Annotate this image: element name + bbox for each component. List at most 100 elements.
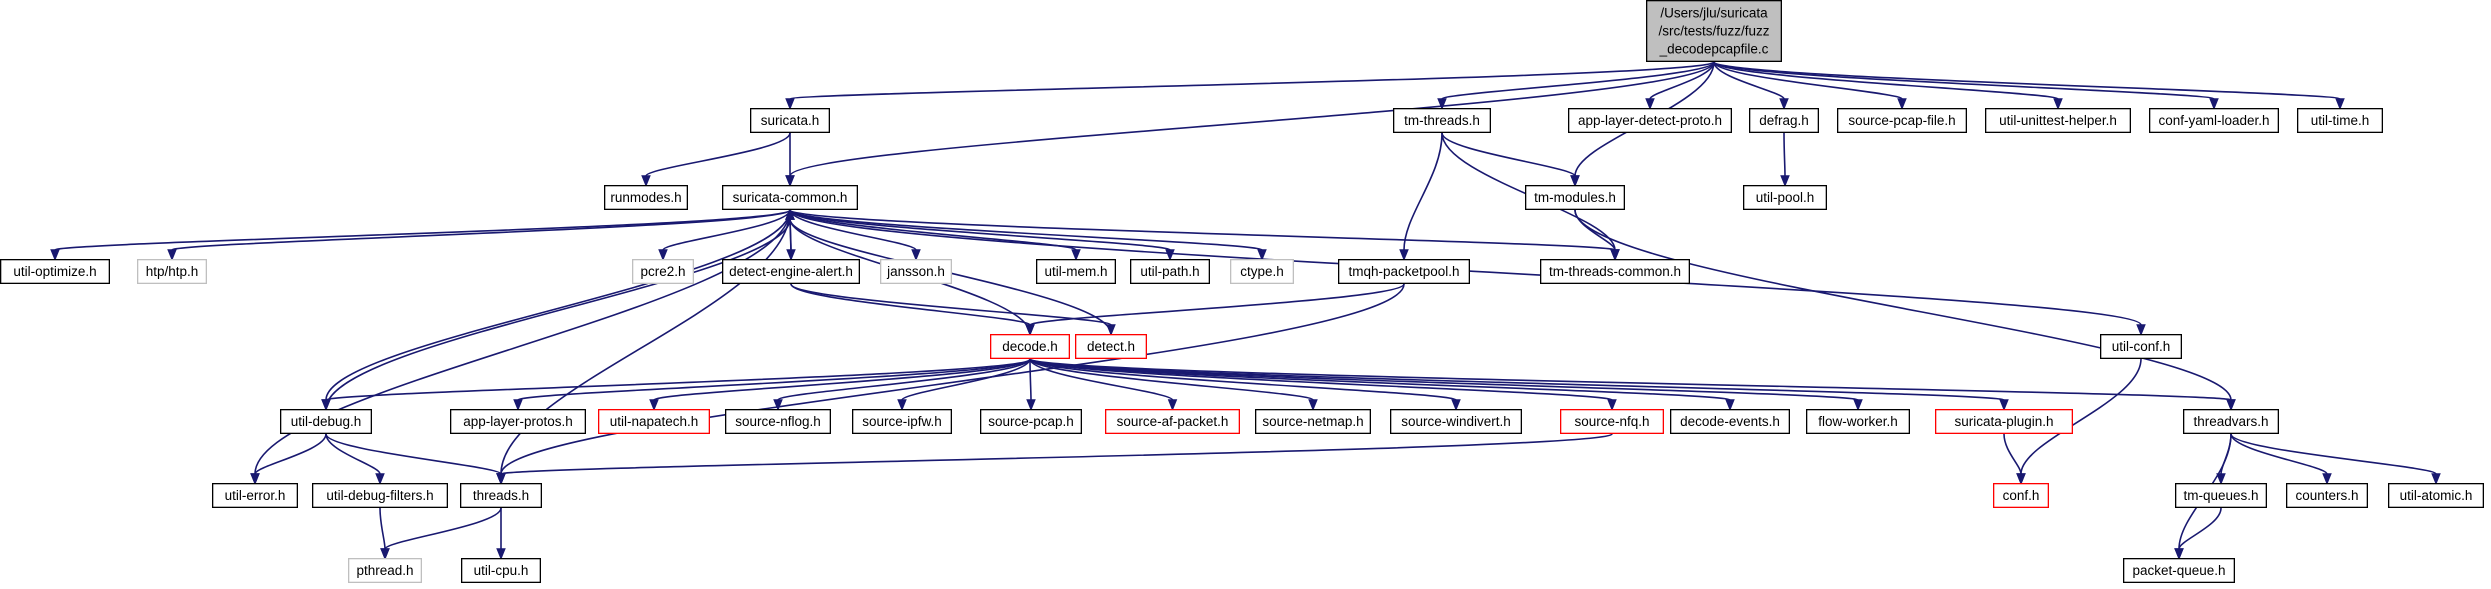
node-decode-h[interactable]: decode.h xyxy=(990,333,1071,359)
node-tmqh-packetpool-h[interactable]: tmqh-packetpool.h xyxy=(1338,258,1471,284)
node-label: source-nfq.h xyxy=(1574,414,1649,429)
node-box xyxy=(1749,108,1820,134)
edge-arrowhead xyxy=(2209,98,2219,111)
node-util-error-h[interactable]: util-error.h xyxy=(211,482,298,508)
node-label: source-af-packet.h xyxy=(1117,414,1229,429)
node-source-pcap-h[interactable]: source-pcap.h xyxy=(980,408,1083,434)
node-pcre2-h[interactable]: pcre2.h xyxy=(632,258,695,284)
edge-suricata_common_h-to-ctype_h xyxy=(789,209,1267,262)
edge-line xyxy=(379,507,386,550)
node-jansson-h[interactable]: jansson.h xyxy=(880,258,953,284)
edge-arrowhead xyxy=(1853,399,1863,412)
node-threads-h[interactable]: threads.h xyxy=(459,482,542,508)
node-suricata-plugin-h[interactable]: suricata-plugin.h xyxy=(1935,408,2074,434)
edge-suricata_common_h-to-jansson_h xyxy=(789,209,921,262)
node-tm-threads-h[interactable]: tm-threads.h xyxy=(1393,108,1492,134)
node-source-windivert-h[interactable]: source-windivert.h xyxy=(1390,408,1523,434)
node-label: packet-queue.h xyxy=(2132,563,2225,578)
edge-arrowhead xyxy=(1308,399,1318,412)
edge-tm_threads_h-to-tm_modules_h xyxy=(1441,132,1580,188)
node-app-layer-detect-proto-h[interactable]: app-layer-detect-proto.h xyxy=(1568,108,1733,134)
node-box xyxy=(459,482,542,508)
edge-decode_h-to-source_pcap_h xyxy=(1026,358,1036,412)
node-counters-h[interactable]: counters.h xyxy=(2285,482,2368,508)
node-tm-modules-h[interactable]: tm-modules.h xyxy=(1525,184,1626,210)
node-box xyxy=(880,258,953,284)
node-util-mem-h[interactable]: util-mem.h xyxy=(1036,258,1117,284)
node-label: source-pcap.h xyxy=(988,414,1074,429)
edge-arrowhead xyxy=(2216,473,2226,486)
node-util-conf-h[interactable]: util-conf.h xyxy=(2099,333,2182,359)
node-box xyxy=(2174,482,2267,508)
node-suricata-common-h[interactable]: suricata-common.h xyxy=(722,184,859,210)
node-source-nflog-h[interactable]: source-nflog.h xyxy=(725,408,832,434)
edge-arrowhead xyxy=(1399,249,1409,262)
node-box xyxy=(1230,258,1295,284)
edge-arrowhead xyxy=(50,249,60,262)
edge-arrowhead xyxy=(496,548,506,561)
node-ctype-h[interactable]: ctype.h xyxy=(1230,258,1295,284)
edge-line xyxy=(254,433,327,475)
edge-root-to-tm_threads_h xyxy=(1437,61,1715,111)
node-source-af-packet-h[interactable]: source-af-packet.h xyxy=(1105,408,1241,434)
node-source-pcap-file-h[interactable]: source-pcap-file.h xyxy=(1837,108,1968,134)
node-box xyxy=(347,558,422,584)
node-detect-h[interactable]: detect.h xyxy=(1075,333,1148,359)
node-suricata-h[interactable]: suricata.h xyxy=(750,108,831,134)
node-conf-h[interactable]: conf.h xyxy=(1993,482,2050,508)
node-flow-worker-h[interactable]: flow-worker.h xyxy=(1806,408,1911,434)
node-label: decode-events.h xyxy=(1680,414,1780,429)
edge-root-to-util_time_h xyxy=(1713,61,2345,111)
node-box xyxy=(1806,408,1911,434)
node-source-nfq-h[interactable]: source-nfq.h xyxy=(1560,408,1665,434)
node-util-unittest-helper-h[interactable]: util-unittest-helper.h xyxy=(1985,108,2132,134)
node-packet-queue-h[interactable]: packet-queue.h xyxy=(2122,558,2235,584)
edge-line xyxy=(2178,507,2222,550)
node-util-debug-h[interactable]: util-debug.h xyxy=(279,408,372,434)
edge-line xyxy=(1029,358,2232,401)
edge-line xyxy=(1713,61,2215,100)
node-box xyxy=(1560,408,1665,434)
edge-arrowhead xyxy=(1570,175,1580,188)
edge-tmqh_packetpool_h-to-decode_h xyxy=(1025,283,1405,337)
node-detect-engine-alert-h[interactable]: detect-engine-alert.h xyxy=(722,258,861,284)
node-util-napatech-h[interactable]: util-napatech.h xyxy=(598,408,711,434)
edge-line xyxy=(662,209,791,251)
node-tm-queues-h[interactable]: tm-queues.h xyxy=(2174,482,2267,508)
node-util-optimize-h[interactable]: util-optimize.h xyxy=(0,258,110,284)
node-defrag-h[interactable]: defrag.h xyxy=(1749,108,1820,134)
edge-arrowhead xyxy=(2016,473,2026,486)
node-util-debug-filters-h[interactable]: util-debug-filters.h xyxy=(311,482,448,508)
node-decode-events-h[interactable]: decode-events.h xyxy=(1670,408,1791,434)
node-threadvars-h[interactable]: threadvars.h xyxy=(2182,408,2279,434)
node-app-layer-protos-h[interactable]: app-layer-protos.h xyxy=(449,408,586,434)
edge-arrowhead xyxy=(1607,399,1617,412)
edge-root-to-defrag_h xyxy=(1713,61,1789,111)
node-box xyxy=(1130,258,1211,284)
node-pthread-h[interactable]: pthread.h xyxy=(347,558,422,584)
edge-suricata_common_h-to-pcre2_h xyxy=(658,209,791,262)
edge-arrowhead xyxy=(1999,399,2009,412)
edge-line xyxy=(1783,132,1786,177)
edge-line xyxy=(1713,61,2059,100)
node-util-pool-h[interactable]: util-pool.h xyxy=(1743,184,1828,210)
node-util-cpu-h[interactable]: util-cpu.h xyxy=(460,558,541,584)
node-htp-h[interactable]: htp/htp.h xyxy=(136,258,207,284)
node-runmodes-h[interactable]: runmodes.h xyxy=(604,184,689,210)
edge-decode_h-to-suricata_plugin_h xyxy=(1029,358,2009,412)
edge-suricata_h-to-runmodes_h xyxy=(641,132,791,188)
node-util-time-h[interactable]: util-time.h xyxy=(2296,108,2383,134)
node-util-atomic-h[interactable]: util-atomic.h xyxy=(2387,482,2484,508)
node-root[interactable]: /Users/jlu/suricata/src/tests/fuzz/fuzz_… xyxy=(1646,0,1783,63)
node-source-netmap-h[interactable]: source-netmap.h xyxy=(1255,408,1372,434)
edge-decode_h-to-app_layer_protos_h xyxy=(513,358,1031,412)
node-util-path-h[interactable]: util-path.h xyxy=(1130,258,1211,284)
node-label: app-layer-protos.h xyxy=(463,414,573,429)
node-source-ipfw-h[interactable]: source-ipfw.h xyxy=(852,408,953,434)
node-conf-yaml-loader-h[interactable]: conf-yaml-loader.h xyxy=(2148,108,2279,134)
node-tm-threads-common-h[interactable]: tm-threads-common.h xyxy=(1540,258,1691,284)
edge-decode_h-to-flow_worker_h xyxy=(1029,358,1863,412)
edge-defrag_h-to-util_pool_h xyxy=(1780,132,1790,188)
edge-root-to-source_pcap_file_h xyxy=(1713,61,1907,111)
node-label: pcre2.h xyxy=(640,264,685,279)
